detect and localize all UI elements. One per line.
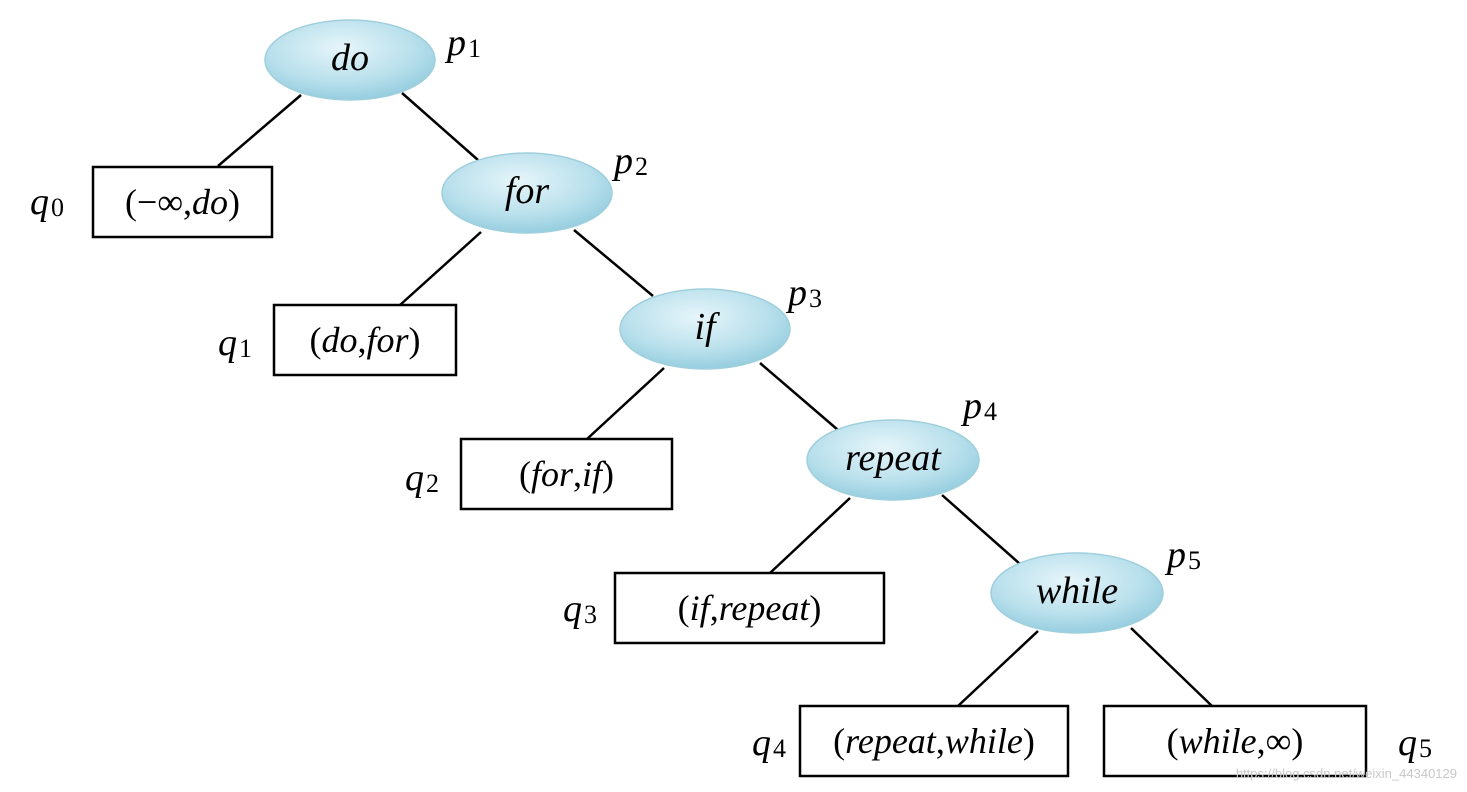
leaf-label-q1: q1 [218,322,252,364]
leaf-box [613,571,886,645]
edges-layer [217,92,1213,707]
node-ellipse [264,19,436,101]
leaf-interval-text: (do,for) [309,320,420,360]
leaf-label-q2: q2 [405,457,439,499]
node-key: for [505,170,550,212]
leaf-label-q3: q3 [563,588,597,630]
leaves-layer: (−∞,do) (do,for) (for,if) (if,repeat) (repea… [91,165,1368,778]
node-ellipse [990,552,1164,634]
leaf-box [459,437,674,511]
tree-node-while: while [990,552,1164,634]
leaf-interval-q3: (if,repeat) [613,571,886,645]
leaf-box [272,303,458,377]
edge-p4-q3 [769,497,851,574]
node-label-p3: p3 [785,272,822,314]
node-key: while [1036,570,1118,612]
leaf-label-q4: q4 [752,722,786,764]
tree-node-for: for [441,152,613,234]
leaf-box [798,704,1070,778]
watermark-text: https://blog.csdn.net/weixin_44340129 [1236,766,1457,781]
edge-p2-q1 [399,231,482,306]
leaf-interval-text: (repeat,while) [833,721,1035,761]
tree-node-if: if [619,288,791,370]
leaf-interval-q4: (repeat,while) [798,704,1070,778]
node-ellipse [806,419,980,501]
leaf-interval-q0: (−∞,do) [91,165,274,239]
node-ellipse [441,152,613,234]
edge-p1-p2 [401,92,479,161]
leaf-box [91,165,274,239]
node-label-p1: p1 [444,22,481,64]
leaf-interval-text: (for,if) [519,454,614,494]
leaf-interval-q1: (do,for) [272,303,458,377]
labels-layer: p1 p2 p3 p4 p5 q0 q1 q2 q3 q4 q5 [30,22,1432,764]
edge-p5-q4 [957,630,1039,707]
edge-p3-q2 [586,367,665,440]
edge-p3-p4 [759,362,839,431]
nodes-layer: do for if repeat while [264,19,1164,634]
leaf-label-q5: q5 [1398,722,1432,764]
edge-p2-p3 [573,229,654,297]
node-key: do [331,37,369,79]
leaf-interval-text: (while,∞) [1167,721,1304,761]
leaf-interval-q5: (while,∞) [1102,704,1368,778]
leaf-interval-text: (if,repeat) [678,588,822,628]
node-ellipse [619,288,791,370]
leaf-label-q0: q0 [30,181,64,223]
leaf-box [1102,704,1368,778]
edge-p1-q0 [217,94,302,167]
leaf-interval-text: (−∞,do) [125,182,240,222]
tree-node-do: do [264,19,436,101]
edge-p5-q5 [1130,627,1213,707]
node-key: repeat [845,437,942,479]
leaf-interval-q2: (for,if) [459,437,674,511]
tree-node-repeat: repeat [806,419,980,501]
node-label-p4: p4 [960,385,997,427]
node-label-p2: p2 [611,140,648,182]
edge-p4-p5 [941,494,1021,565]
node-label-p5: p5 [1164,534,1201,576]
